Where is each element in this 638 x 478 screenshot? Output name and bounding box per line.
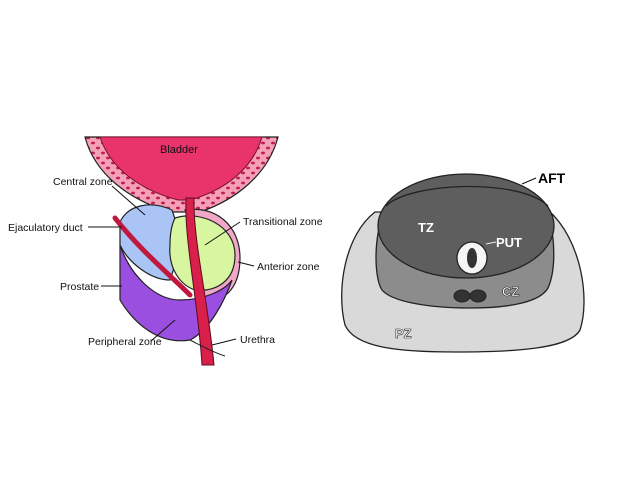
label-put: PUT: [496, 235, 522, 250]
leader-lines: [88, 185, 255, 346]
leader-aft: [521, 177, 537, 185]
label-tz: TZ: [418, 220, 434, 235]
label-bladder: Bladder: [160, 144, 198, 156]
ejaculatory-duct: [112, 215, 193, 298]
sagittal-prostate-diagram: Bladder Central zone Ejaculatory duct Tr…: [8, 136, 323, 366]
label-peripheral-zone: Peripheral zone: [88, 336, 162, 348]
label-cz: CZ: [502, 284, 519, 299]
label-aft: AFT: [538, 170, 566, 186]
urethra: [185, 197, 215, 366]
label-pz: PZ: [395, 326, 412, 341]
ejaculatory-duct-right: [469, 289, 487, 303]
label-central-zone: Central zone: [53, 176, 113, 188]
urethra-lumen: [467, 248, 477, 268]
ejaculatory-duct-left: [453, 289, 471, 303]
label-ejaculatory-duct: Ejaculatory duct: [8, 222, 83, 234]
prostate-outline: [189, 339, 226, 357]
anterior-fibromuscular-tissue: [385, 185, 549, 207]
leader-put: [485, 241, 497, 245]
label-urethra: Urethra: [240, 334, 275, 346]
transition-zone-region: [377, 173, 555, 279]
axial-prostate-diagram: AFT TZ PUT CZ PZ: [341, 170, 585, 353]
label-prostate: Prostate: [60, 281, 99, 293]
label-transitional-zone: Transitional zone: [243, 216, 323, 228]
label-anterior-zone: Anterior zone: [257, 261, 320, 273]
